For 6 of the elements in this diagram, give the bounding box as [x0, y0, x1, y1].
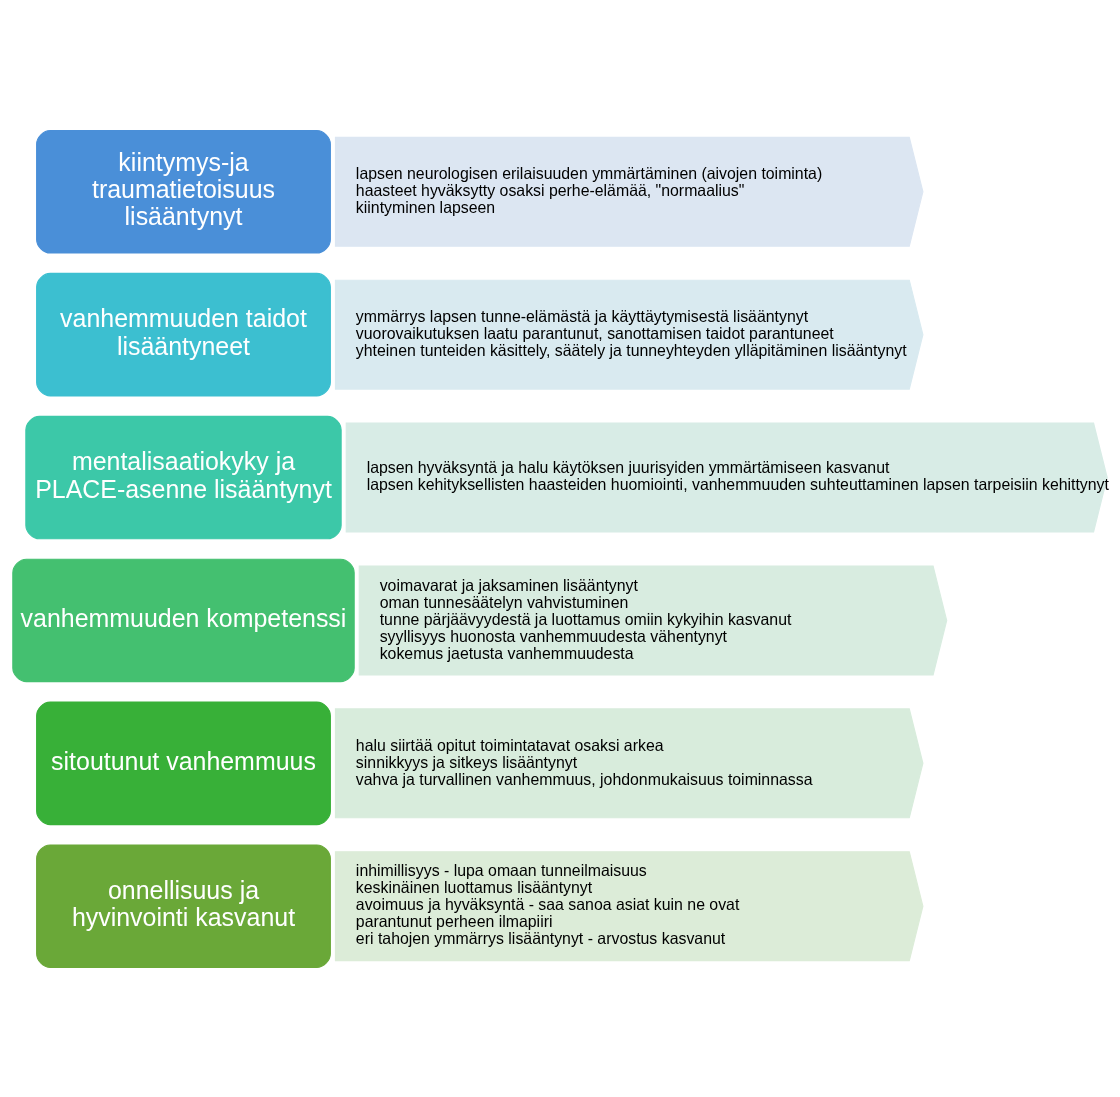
node-box: mentalisaatiokyky ja PLACE-asenne lisääntynyt	[25, 415, 342, 539]
node-box: kiintymys-ja traumatietoisuus lisääntynyt	[36, 129, 331, 254]
node-box: vanhemmuuden kompetenssi	[12, 558, 355, 682]
node-box: onnellisuus ja hyvinvointi kasvanut	[36, 843, 331, 968]
node-box: sitoutunut vanhemmuus	[36, 701, 331, 825]
node-box: vanhemmuuden taidot lisääntyneet	[36, 272, 331, 396]
